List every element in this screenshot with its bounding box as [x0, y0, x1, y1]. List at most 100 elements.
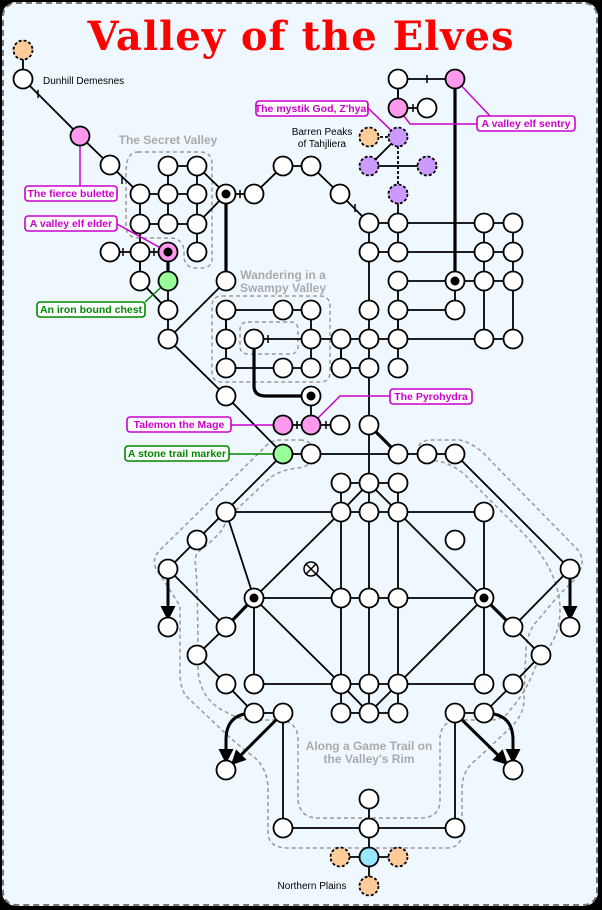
room-node — [300, 357, 322, 379]
room-node — [300, 299, 322, 321]
left-arrow-3 — [230, 711, 285, 766]
callout-box — [389, 388, 473, 405]
callout-label: An iron bound chest — [40, 304, 143, 316]
callout-fierce-bulette: The fierce bulette — [24, 185, 118, 202]
magic-room-node — [387, 126, 409, 148]
exit-node — [12, 39, 34, 61]
room-node — [502, 270, 524, 292]
room-node — [530, 644, 552, 666]
map-title: Valley of the Elves — [87, 13, 515, 60]
passage — [196, 453, 284, 541]
room-node — [387, 299, 409, 321]
place-label-northern-plains: Northern Plains — [278, 881, 347, 892]
room-node — [243, 328, 265, 350]
callout-valley-elf-elder: A valley elf elder — [24, 215, 118, 232]
room-node — [358, 299, 380, 321]
room-node — [473, 501, 495, 523]
callout-box — [24, 185, 118, 202]
room-node — [444, 702, 466, 724]
thick-passage — [252, 339, 311, 398]
room-node — [157, 155, 179, 177]
room-node — [330, 501, 352, 523]
room-node — [215, 270, 237, 292]
passage — [512, 568, 571, 628]
passage — [22, 78, 81, 137]
passage — [253, 511, 342, 599]
monster-room-node — [272, 414, 294, 436]
room-node — [387, 328, 409, 350]
room-node — [272, 299, 294, 321]
room-node — [358, 212, 380, 234]
room-node — [387, 241, 409, 263]
passage — [253, 597, 342, 685]
room-node — [129, 213, 151, 235]
room-node — [243, 702, 265, 724]
callout-box — [124, 445, 230, 462]
room-node — [272, 155, 294, 177]
room-node — [329, 183, 351, 205]
room-node — [157, 616, 179, 638]
room-node — [157, 328, 179, 350]
place-label-dunhill: Dunhill Demesnes — [43, 76, 124, 87]
room-node — [358, 328, 380, 350]
room-node — [358, 587, 380, 609]
room-node — [473, 673, 495, 695]
room-node — [358, 673, 380, 695]
junction-dot — [306, 391, 316, 401]
treasure-room-node — [272, 443, 294, 465]
room-node — [473, 212, 495, 234]
room-node — [186, 241, 208, 263]
right-arrow-3 — [453, 711, 509, 766]
exit-node — [329, 846, 351, 868]
magic-room-node — [358, 155, 380, 177]
room-node — [444, 299, 466, 321]
swampy-inner-outline — [239, 321, 299, 355]
place-label-barren-peaks-1: Barren Peaks — [292, 127, 353, 138]
callout-box — [476, 115, 576, 132]
room-node — [416, 443, 438, 465]
room-node — [186, 213, 208, 235]
room-node — [330, 328, 352, 350]
callout-label: A valley elf sentry — [482, 118, 571, 130]
room-node — [358, 414, 380, 436]
swampy-valley-outline — [211, 295, 331, 383]
room-node — [300, 155, 322, 177]
callout-mystik-god: The mystik God, Z'hyal — [255, 100, 369, 117]
monster-room-node — [387, 97, 409, 119]
room-node — [387, 270, 409, 292]
room-node — [473, 270, 495, 292]
room-node — [300, 328, 322, 350]
room-node — [358, 357, 380, 379]
region-label-secret-valley: The Secret Valley — [119, 133, 218, 147]
room-node — [157, 299, 179, 321]
room-node — [502, 212, 524, 234]
room-node — [502, 673, 524, 695]
magic-room-node — [387, 183, 409, 205]
exit-node — [358, 875, 380, 897]
callout-iron-bound-chest: An iron bound chest — [36, 301, 146, 318]
room-node — [559, 616, 581, 638]
callout-stone-trail-marker: A stone trail marker — [124, 445, 230, 462]
room-node — [444, 817, 466, 839]
room-node — [215, 616, 237, 638]
valley-elf-sentry-leader-line-2 — [397, 107, 477, 125]
callout-label: A stone trail marker — [128, 448, 226, 460]
room-node — [358, 788, 380, 810]
room-node — [358, 501, 380, 523]
callout-box — [126, 416, 232, 433]
room-node — [387, 357, 409, 379]
room-node — [387, 68, 409, 90]
room-node — [186, 155, 208, 177]
callout-pyrohydra: The Pyrohydra — [389, 388, 473, 405]
room-node — [358, 472, 380, 494]
room-node — [215, 759, 237, 781]
room-node — [243, 673, 265, 695]
room-node — [330, 702, 352, 724]
region-label-game-trail-2: the Valley's Rim — [324, 752, 415, 766]
room-node — [157, 183, 179, 205]
callout-talemon: Talemon the Mage — [126, 416, 232, 433]
room-node — [387, 673, 409, 695]
room-node — [215, 328, 237, 350]
callout-label: A valley elf elder — [30, 218, 113, 230]
